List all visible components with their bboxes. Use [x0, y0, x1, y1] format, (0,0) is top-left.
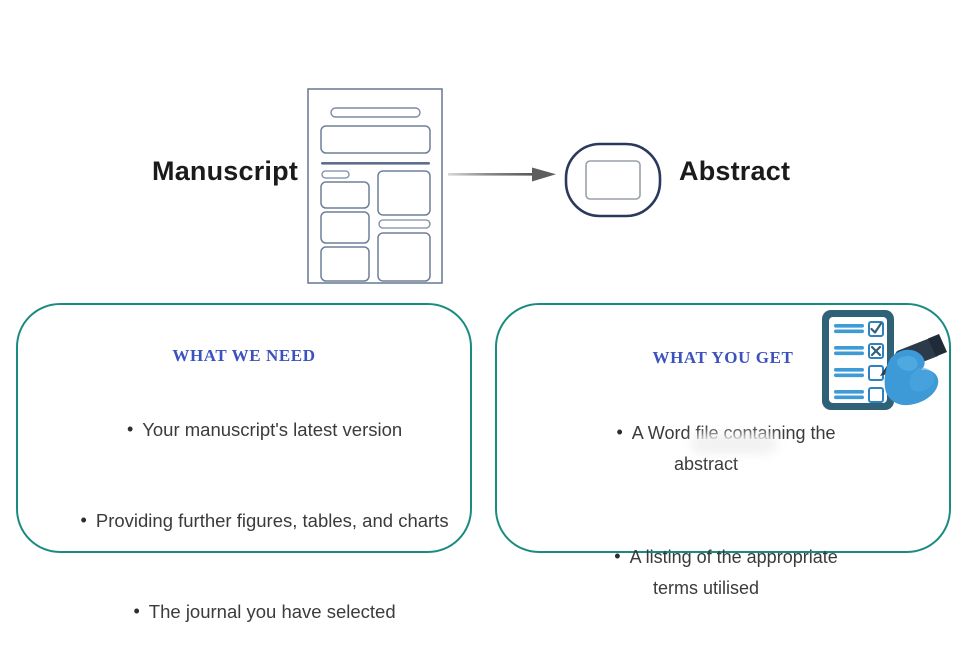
list-item: • A Word file containing the abstract [497, 387, 949, 511]
bullet-dot: • [80, 510, 87, 531]
what-you-get-heading: WHAT YOU GET [652, 348, 794, 367]
bullet-dot: • [614, 545, 621, 566]
what-we-need-heading: WHAT WE NEED [172, 346, 316, 365]
list-item-text: A listing of the appropriate terms utili… [629, 546, 838, 598]
what-you-get-card: WHAT YOU GET • A Word file containing the… [495, 303, 951, 598]
bullet-dot: • [126, 419, 134, 440]
what-we-need-card: WHAT WE NEED • Your manuscript's latest v… [16, 303, 472, 622]
what-you-get-list: • A Word file containing the abstract • A … [497, 387, 949, 635]
list-item-text: A Word file containing the abstract [631, 422, 836, 474]
document-page-icon [305, 86, 445, 291]
bullet-dot: • [133, 601, 140, 622]
infographic-canvas: Manuscript [16, 86, 954, 622]
list-item: • Providing further figures, tables, and … [18, 476, 470, 567]
list-item: • Your manuscript's latest version [18, 385, 470, 476]
list-item: • The journal you have selected [18, 567, 470, 658]
watermark-smudge [691, 434, 777, 454]
list-item-text: Providing further figures, tables, and c… [95, 510, 449, 532]
checklist-clipboard-pen-icon [818, 308, 954, 419]
abstract-squircle-icon [563, 141, 663, 224]
list-item-text: The journal you have selected [148, 601, 396, 623]
list-item-text: Your manuscript's latest version [142, 419, 403, 441]
list-item: • A listing of the appropriate terms util… [497, 511, 949, 635]
bullet-dot: • [616, 421, 623, 442]
arrow-right-icon [448, 160, 558, 195]
manuscript-label: Manuscript [152, 156, 299, 186]
what-we-need-list: • Your manuscript's latest version • Provi… [18, 385, 470, 658]
abstract-label: Abstract [679, 156, 791, 186]
